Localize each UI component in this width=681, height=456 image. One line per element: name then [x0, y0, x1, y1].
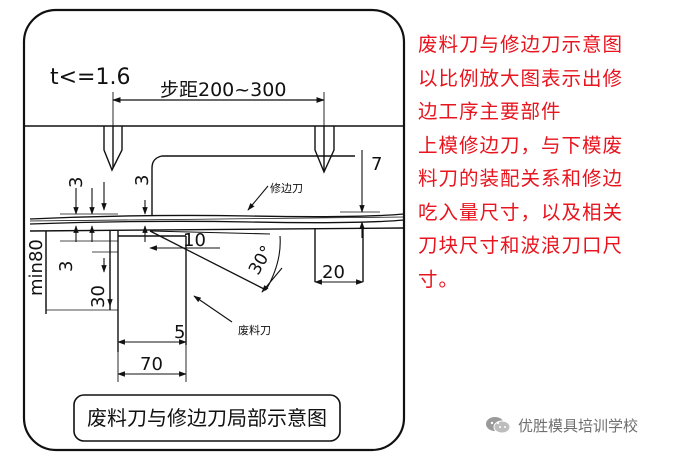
- drawing-frame: [22, 8, 406, 452]
- caption-box: [73, 394, 341, 442]
- description-line: 料刀的装配关系和修边: [418, 167, 624, 190]
- dim-5-label: 5: [174, 322, 185, 343]
- lower-die: [29, 227, 405, 352]
- bevel-line: [149, 230, 267, 291]
- wechat-icon: [486, 417, 511, 434]
- dim-20-label: 20: [322, 262, 345, 283]
- strip-material: [29, 213, 405, 225]
- description-text: 废料刀与修边刀示意图 以比例放大图表示出修 边工序主要部件 上模修边刀，与下模废…: [418, 28, 676, 296]
- dim-30deg-label: 30°: [245, 242, 277, 278]
- dim-3-label-c: 3: [56, 261, 77, 272]
- bevel-ref-line: [149, 230, 271, 235]
- watermark-text: 优胜模具培训学校: [518, 416, 639, 435]
- angle-leader: [261, 267, 283, 293]
- caption-text: 废料刀与修边刀局部示意图: [87, 406, 327, 430]
- trim-knife-leader: [247, 185, 269, 211]
- description-line: 废料刀与修边刀示意图: [418, 33, 624, 56]
- description-line: 上模修边刀，与下模废: [418, 133, 624, 157]
- min80-label: min80: [26, 239, 47, 296]
- description-line: 边工序主要部件: [418, 100, 562, 123]
- dim-30-label: 30: [88, 285, 109, 308]
- dim-10-label: 10: [183, 230, 206, 251]
- description-line: 以比例放大图表示出修: [418, 66, 624, 90]
- pitch-label: 步距200~300: [160, 79, 286, 101]
- dim-70-label: 70: [140, 354, 163, 375]
- dim-3-label-b: 3: [132, 175, 153, 186]
- thickness-label: t<=1.6: [50, 65, 130, 90]
- trim-knife-body: [151, 155, 355, 216]
- scrap-knife-leader: [193, 295, 233, 323]
- scrap-knife-label: 废料刀: [238, 323, 271, 337]
- dim-3-label-a: 3: [66, 177, 87, 188]
- description-line: 吃入量尺寸，以及相关: [418, 200, 624, 224]
- description-line: 寸。: [418, 267, 460, 291]
- punch-right: [314, 126, 335, 174]
- punch-left: [103, 126, 123, 172]
- trim-knife-label: 修边刀: [270, 181, 303, 195]
- watermark: 优胜模具培训学校: [484, 413, 638, 437]
- dim-7-label: 7: [371, 154, 382, 175]
- description-line: 刀块尺寸和波浪刀口尺: [418, 234, 624, 257]
